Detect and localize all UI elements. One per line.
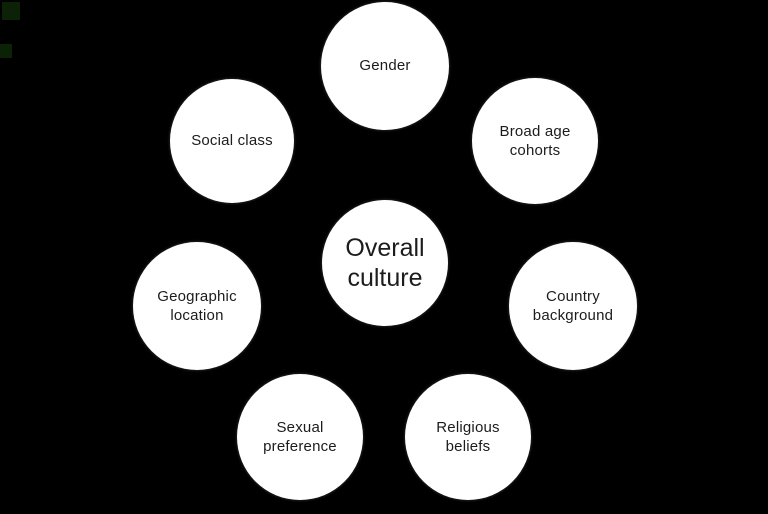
node-gender-label: Gender bbox=[359, 57, 411, 75]
node-country-background-label: Country background bbox=[532, 287, 614, 325]
node-religious-beliefs-label: Religious beliefs bbox=[436, 418, 500, 456]
node-social-class: Social class bbox=[170, 79, 294, 203]
node-overall-culture-label: Overall culture bbox=[345, 234, 425, 292]
node-geographic-location: Geographic location bbox=[133, 242, 261, 370]
node-broad-age-cohorts: Broad age cohorts bbox=[472, 78, 598, 204]
node-geographic-location-label: Geographic location bbox=[157, 287, 237, 325]
corner-artifact bbox=[0, 44, 12, 58]
node-country-background: Country background bbox=[509, 242, 637, 370]
node-social-class-label: Social class bbox=[191, 132, 273, 150]
corner-artifact bbox=[2, 2, 20, 20]
node-gender: Gender bbox=[321, 2, 449, 130]
node-broad-age-cohorts-label: Broad age cohorts bbox=[499, 122, 571, 160]
node-religious-beliefs: Religious beliefs bbox=[405, 374, 531, 500]
node-sexual-preference: Sexual preference bbox=[237, 374, 363, 500]
node-sexual-preference-label: Sexual preference bbox=[263, 418, 337, 456]
node-overall-culture: Overall culture bbox=[322, 200, 448, 326]
